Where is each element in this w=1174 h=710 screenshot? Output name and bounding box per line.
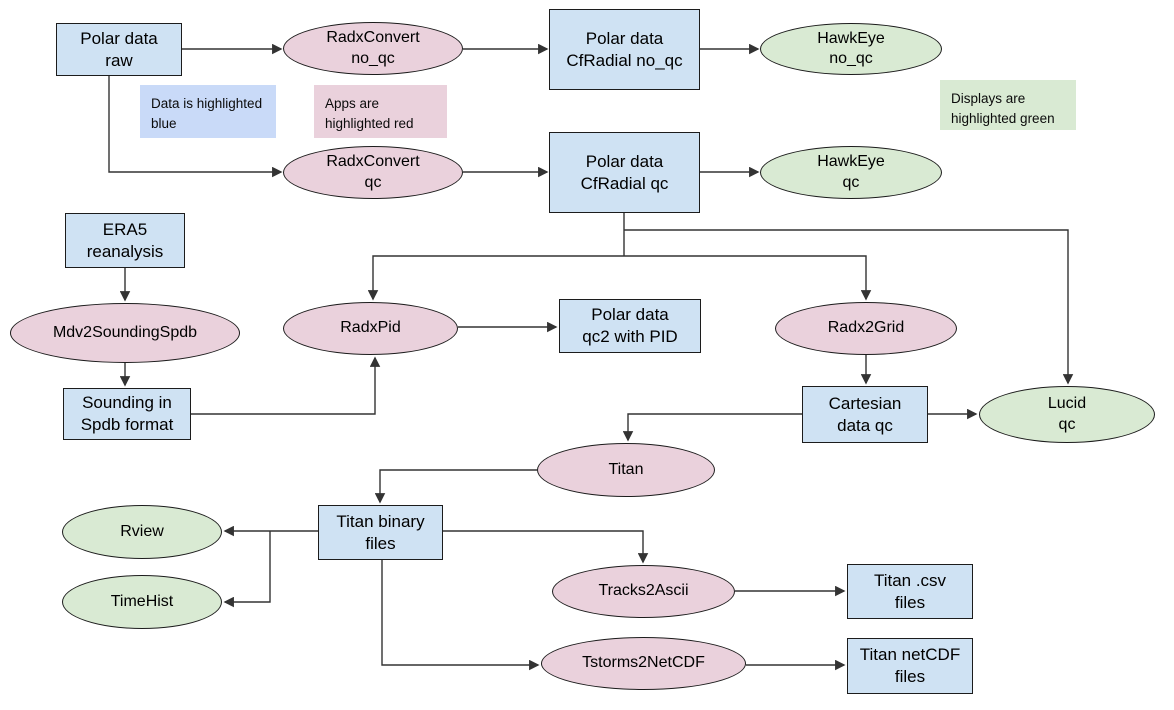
legend-data: Data is highlighted blue xyxy=(140,85,276,138)
edge-titan-binary-to-timehist xyxy=(223,531,271,608)
legend-apps-label: Apps are highlighted red xyxy=(325,96,414,131)
node-titan-label: Titan xyxy=(608,460,644,478)
node-cartesian-qc-label: Cartesian data qc xyxy=(828,393,902,435)
node-hawkeye-qc: HawkEye qc xyxy=(760,146,942,199)
node-sounding-spdb: Sounding in Spdb format xyxy=(63,388,191,440)
node-titan: Titan xyxy=(537,443,715,497)
node-hawkeye-no-qc: HawkEye no_qc xyxy=(760,23,942,75)
node-polar-data-raw-label: Polar data raw xyxy=(80,28,158,70)
node-hawkeye-qc-label: HawkEye qc xyxy=(817,153,885,191)
node-polar-cfradial-no-qc: Polar data CfRadial no_qc xyxy=(549,9,700,90)
edge-titan-to-titan-binary xyxy=(374,469,537,504)
node-polar-cfradial-qc: Polar data CfRadial qc xyxy=(549,132,700,213)
edge-cartesian-to-titan xyxy=(622,413,802,442)
node-timehist: TimeHist xyxy=(62,575,222,629)
node-tstorms2netcdf: Tstorms2NetCDF xyxy=(541,637,746,690)
node-era5-label: ERA5 reanalysis xyxy=(86,219,164,261)
node-radx2grid-label: Radx2Grid xyxy=(827,319,905,337)
node-era5: ERA5 reanalysis xyxy=(65,213,185,268)
edge-sounding-to-radxpid xyxy=(191,356,381,415)
node-radxconvert-qc: RadxConvert qc xyxy=(283,146,463,199)
node-rview-label: Rview xyxy=(120,522,164,540)
edge-titan-binary-to-tracks2ascii xyxy=(443,530,649,564)
node-polar-cfradial-qc-label: Polar data CfRadial qc xyxy=(580,151,669,193)
node-mdv2soundingspdb: Mdv2SoundingSpdb xyxy=(10,303,240,363)
node-titan-csv: Titan .csv files xyxy=(847,564,973,619)
node-titan-binary-label: Titan binary files xyxy=(336,511,425,553)
node-titan-netcdf-label: Titan netCDF files xyxy=(859,645,961,686)
node-radxpid: RadxPid xyxy=(283,302,458,355)
node-polar-qc2-pid-label: Polar data qc2 with PID xyxy=(582,305,678,346)
node-polar-cfradial-no-qc-label: Polar data CfRadial no_qc xyxy=(566,28,683,70)
node-sounding-spdb-label: Sounding in Spdb format xyxy=(80,393,174,434)
node-polar-data-raw: Polar data raw xyxy=(56,23,182,76)
legend-displays: Displays are highlighted green xyxy=(940,80,1076,130)
node-hawkeye-no-qc-label: HawkEye no_qc xyxy=(817,29,885,67)
legend-apps: Apps are highlighted red xyxy=(314,85,447,138)
node-polar-qc2-pid: Polar data qc2 with PID xyxy=(559,299,701,353)
node-titan-netcdf: Titan netCDF files xyxy=(847,638,973,694)
node-lucid-qc: Lucid qc xyxy=(979,386,1155,443)
node-lucid-qc-label: Lucid qc xyxy=(1047,395,1087,433)
node-rview: Rview xyxy=(62,505,222,559)
legend-displays-label: Displays are highlighted green xyxy=(951,91,1055,126)
node-radxconvert-no-qc-label: RadxConvert no_qc xyxy=(326,29,420,67)
edge-cfradial-qc-to-lucid xyxy=(624,229,1074,385)
node-tracks2ascii: Tracks2Ascii xyxy=(552,565,735,618)
node-radxconvert-qc-label: RadxConvert qc xyxy=(326,153,420,191)
node-tstorms2netcdf-label: Tstorms2NetCDF xyxy=(582,654,705,672)
legend-data-label: Data is highlighted blue xyxy=(151,96,263,131)
node-titan-csv-label: Titan .csv files xyxy=(873,570,947,612)
edge-raw-to-radxconvert-qc xyxy=(108,76,283,178)
node-radxconvert-no-qc: RadxConvert no_qc xyxy=(283,22,463,75)
node-titan-binary: Titan binary files xyxy=(318,505,443,560)
node-radx2grid: Radx2Grid xyxy=(775,302,957,355)
node-timehist-label: TimeHist xyxy=(110,592,174,610)
edge-cfradial-qc-to-radxpid xyxy=(367,255,624,301)
node-cartesian-qc: Cartesian data qc xyxy=(802,386,928,443)
node-radxpid-label: RadxPid xyxy=(340,319,401,337)
node-tracks2ascii-label: Tracks2Ascii xyxy=(598,582,689,600)
node-mdv2soundingspdb-label: Mdv2SoundingSpdb xyxy=(52,323,198,341)
edge-cfradial-qc-to-radx2grid xyxy=(624,255,872,301)
edge-titan-binary-to-tstorms2netcdf xyxy=(381,560,540,671)
